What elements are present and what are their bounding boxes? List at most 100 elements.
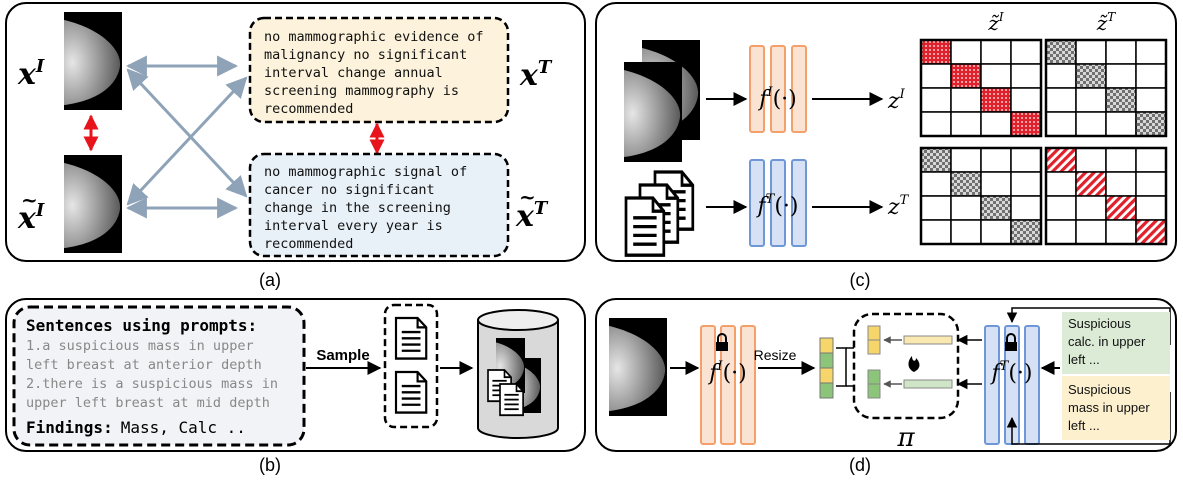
mammogram-stack [624, 40, 700, 162]
grid-cell [1105, 111, 1137, 137]
grid-cell [920, 111, 952, 137]
flame-icon [908, 356, 920, 372]
grid-cell [1105, 63, 1137, 89]
grid-cell [980, 219, 1012, 245]
document-icon [394, 316, 428, 360]
grid-cell [1105, 147, 1137, 173]
grid-cell [1010, 87, 1042, 113]
grid-border [1044, 38, 1168, 138]
grid-cell [1135, 195, 1167, 221]
grid-cell [1135, 147, 1167, 173]
grid-cell [1135, 63, 1167, 89]
diagonal-cell [1075, 63, 1107, 89]
aug-image-feature-label: z̃I [987, 10, 1004, 35]
grid-cell [1045, 87, 1077, 113]
tilde-mark-text: ~ [519, 185, 536, 209]
similarity-grid-image-image [919, 38, 1043, 138]
grid-cell [920, 87, 952, 113]
similarity-grid-text-image [919, 146, 1043, 246]
report-text-box-1 [248, 16, 510, 124]
feature-vector [819, 337, 834, 399]
panel-b-caption: (b) [259, 455, 281, 475]
image-feature-label: zI [887, 87, 906, 114]
grid-border [919, 38, 1043, 138]
diagonal-cell [980, 87, 1012, 113]
report-text-box-2 [248, 152, 510, 258]
report-text-1: no mammographic evidence of malignancy n… [264, 29, 492, 117]
pi-label: π [896, 423, 915, 453]
text-encoder-label: fT(·) [756, 192, 799, 219]
frozen-image-encoder [700, 325, 756, 445]
aug-text-feature-label: z̃T [1096, 10, 1117, 35]
augmented-image-label: xI [17, 200, 45, 236]
report-snippet-2 [1062, 376, 1170, 440]
grid-cell [950, 111, 982, 137]
grid-cell [950, 39, 982, 65]
mammogram-image-xtilde [64, 155, 122, 253]
report-snippet-2-text: Suspicious mass in upper left ... [1068, 382, 1153, 433]
grid-cell [1135, 39, 1167, 65]
grid-cell [1135, 87, 1167, 113]
grid-border [919, 146, 1043, 246]
diagonal-cell [1010, 111, 1042, 137]
prompt-heading: Sentences using prompts: [26, 316, 257, 335]
panel-a-caption: (a) [259, 270, 281, 290]
diagonal-cell [1105, 195, 1137, 221]
grid-cell [920, 63, 952, 89]
diagonal-cell [950, 63, 982, 89]
grid-cell [1075, 147, 1107, 173]
grid-cell [1010, 171, 1042, 197]
input-mammogram [609, 318, 667, 416]
grid-cell [1045, 111, 1077, 137]
frozen-image-encoder-label: fI(·) [707, 359, 746, 386]
panel-a: xI xI ~ no mammographic evidence of mali… [5, 2, 586, 262]
grid-cell [1010, 147, 1042, 173]
grid-cell [980, 111, 1012, 137]
grid-cell [1075, 195, 1107, 221]
diagonal-cell [920, 147, 952, 173]
grid-cell [1010, 39, 1042, 65]
grid-cell [980, 63, 1012, 89]
panel-d-caption: (d) [849, 455, 871, 475]
grid-cell [1105, 219, 1137, 245]
grid-cell [1010, 195, 1042, 221]
text-embedding-label: xT [519, 57, 553, 93]
diagonal-cell [1075, 171, 1107, 197]
projection-features [867, 325, 953, 399]
document-icon [394, 370, 428, 414]
diagonal-cell [1105, 87, 1137, 113]
similarity-grid-text-text [1044, 146, 1168, 246]
report-snippet-1 [1062, 312, 1170, 374]
grid-cell [1075, 219, 1107, 245]
panel-c-caption: (c) [850, 270, 871, 290]
grid-cell [980, 39, 1012, 65]
grid-cell [950, 147, 982, 173]
report-snippet-1-text: Suspicious calc. in upper left ... [1068, 316, 1149, 367]
image-encoder-block [749, 45, 807, 133]
grid-cell [920, 171, 952, 197]
text-encoder-block [749, 159, 807, 247]
panel-b: Sentences using prompts: 1.a suspicious … [5, 298, 586, 452]
grid-cell [950, 87, 982, 113]
grid-cell [950, 219, 982, 245]
mammogram-image-x [64, 12, 122, 110]
diagonal-cell [1045, 39, 1077, 65]
grid-cell [1135, 171, 1167, 197]
resize-label: Resize [754, 347, 797, 363]
diagonal-cell [980, 195, 1012, 221]
cross-arrows [125, 55, 248, 219]
grid-cell [1075, 87, 1107, 113]
grid-cell [980, 171, 1012, 197]
grid-cell [1045, 63, 1077, 89]
lock-icon [1005, 333, 1017, 351]
findings-line: Findings:Mass, Calc .. [26, 418, 246, 437]
grid-cell [980, 147, 1012, 173]
lock-icon [716, 333, 728, 351]
frozen-text-encoder [984, 325, 1040, 445]
grid-cell [920, 195, 952, 221]
panel-c: fI(·) fT(·) zI zT z̃I z̃T [595, 2, 1177, 262]
diagonal-cell [1135, 219, 1167, 245]
grid-cell [1105, 39, 1137, 65]
grid-cell [920, 219, 952, 245]
